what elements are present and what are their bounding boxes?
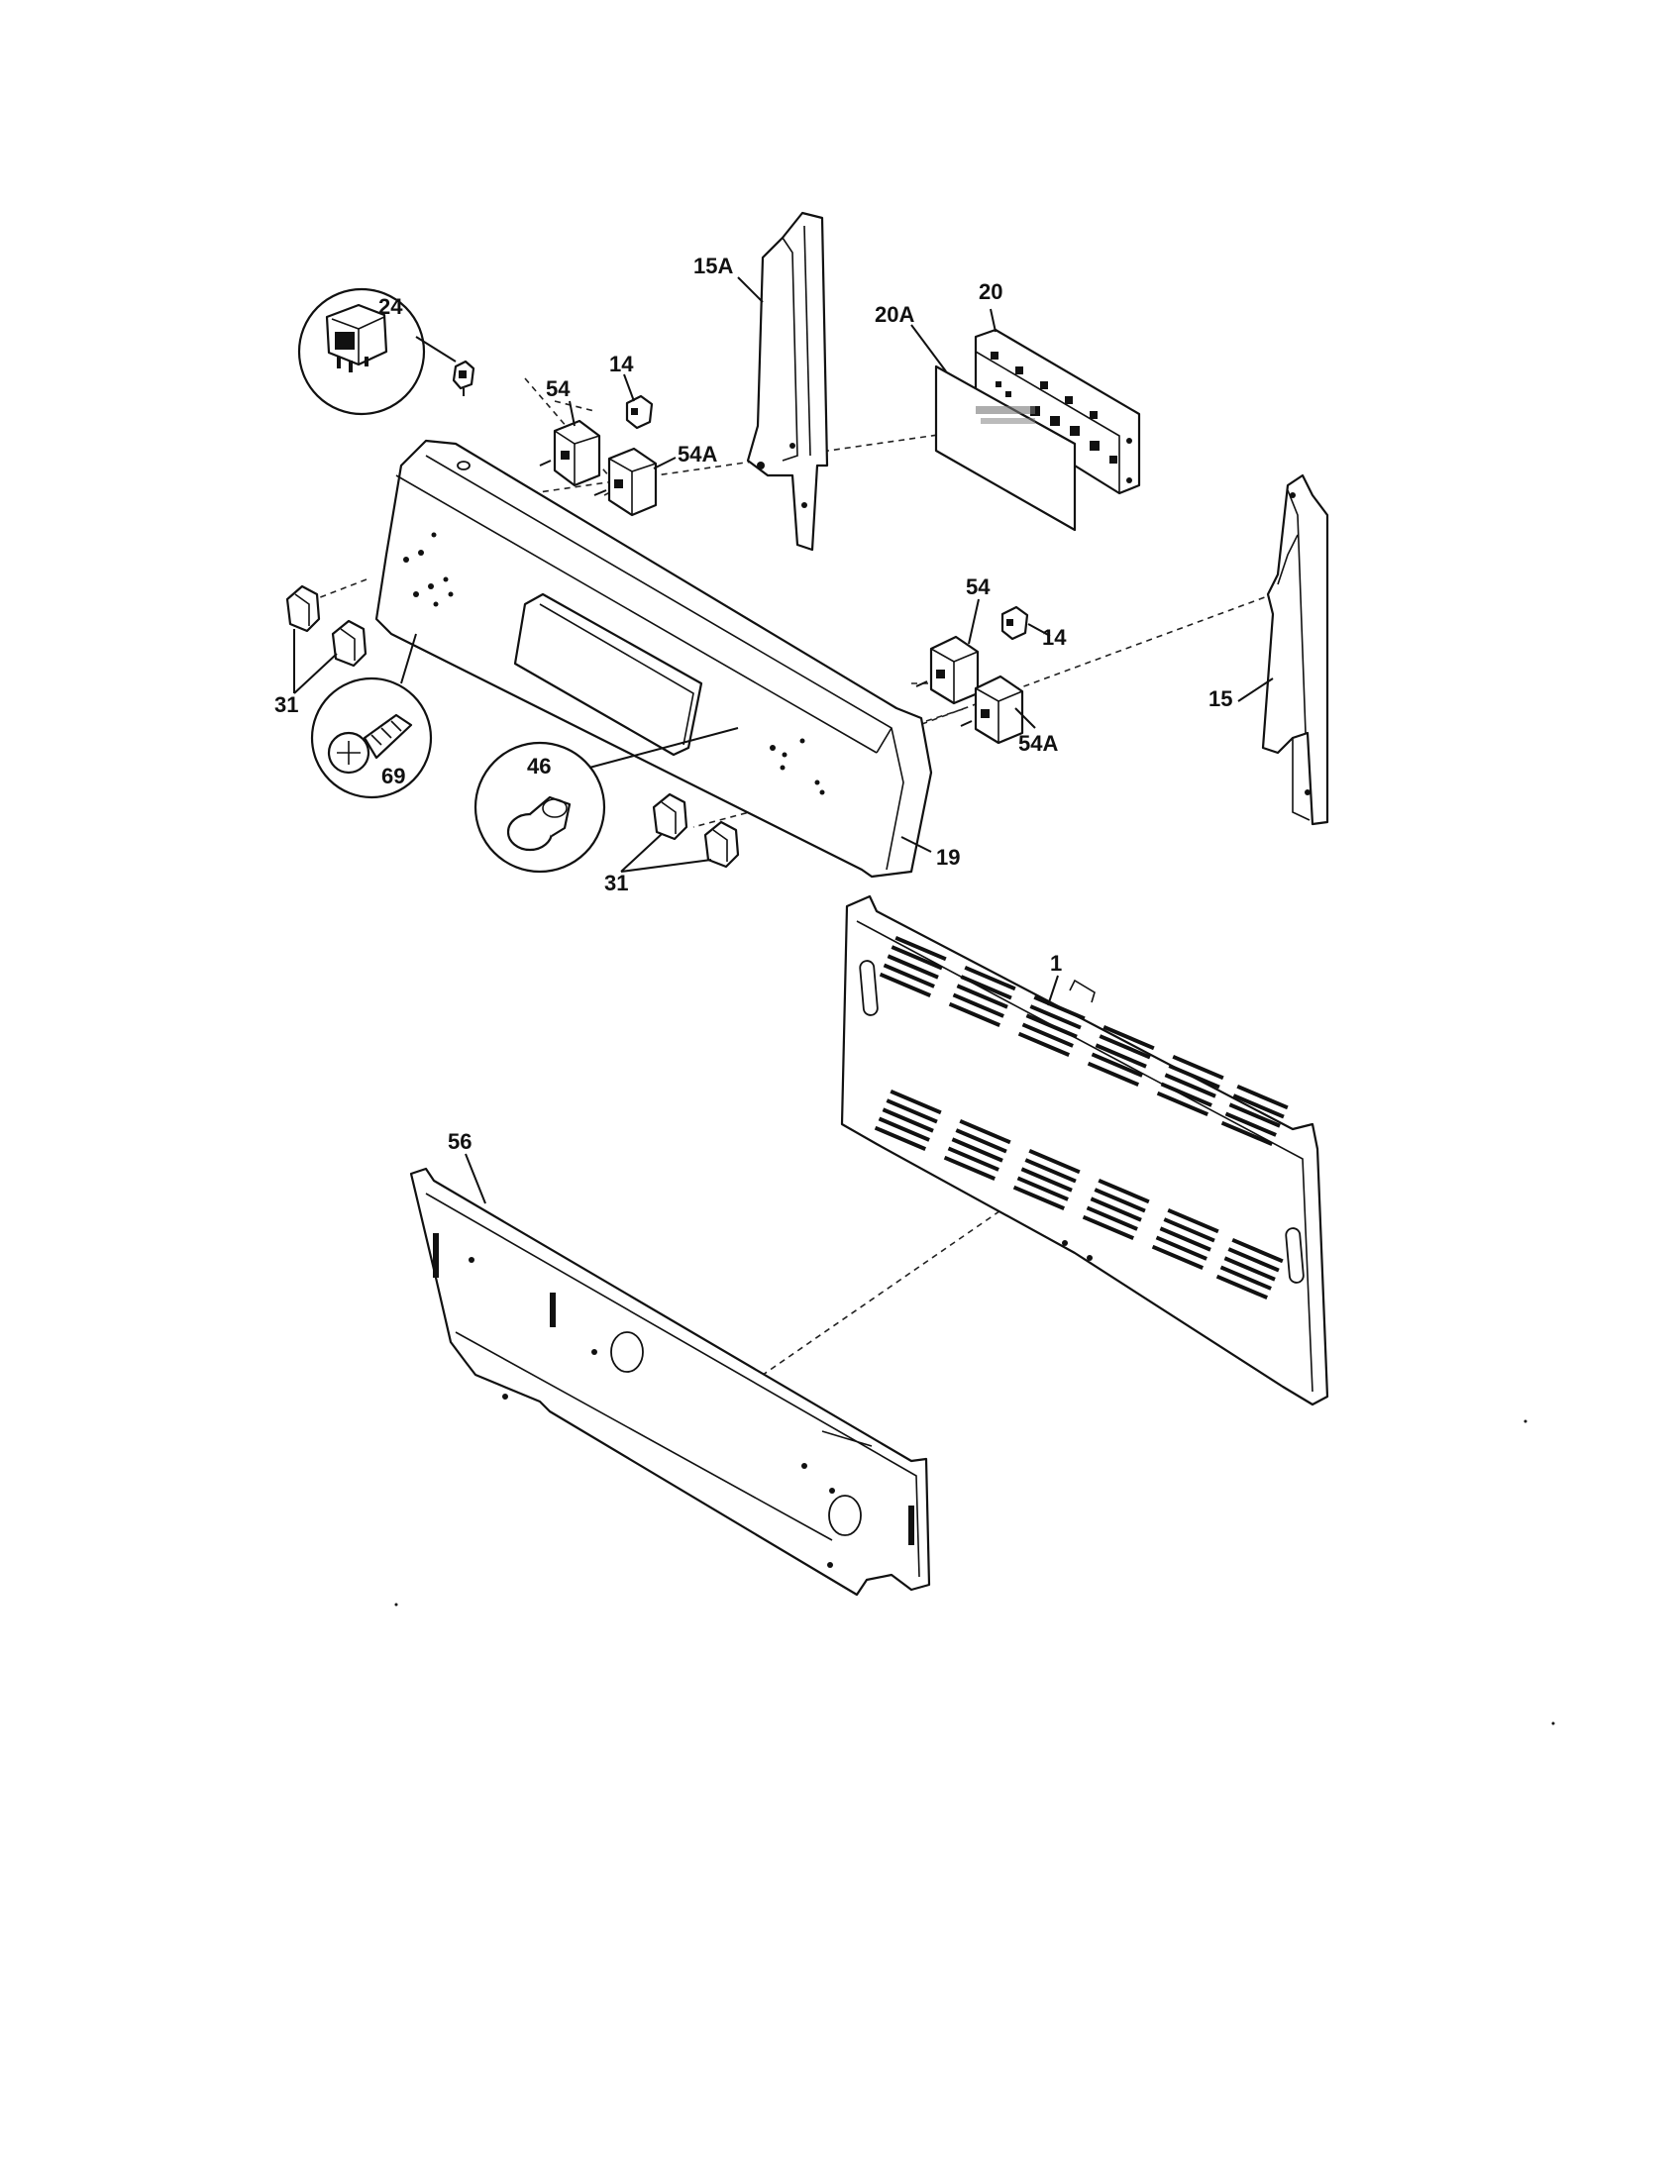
knob-31-left-a (285, 584, 321, 633)
callout-14-right: 14 (1042, 625, 1067, 650)
callout-54-right: 54 (966, 574, 991, 599)
callout-19: 19 (936, 845, 960, 870)
callout-46: 46 (527, 754, 551, 779)
switch-54-right (915, 635, 980, 705)
switch-54-top (539, 419, 601, 487)
callout-54A-top: 54A (678, 442, 717, 467)
rear-panel-1 (840, 894, 1329, 1406)
callout-24: 24 (378, 294, 403, 319)
callout-20A: 20A (875, 302, 914, 327)
screw-69 (310, 633, 433, 799)
knob-31-right-a (652, 792, 688, 841)
callout-56: 56 (448, 1129, 472, 1154)
switch-54A-top (593, 447, 658, 517)
vents-bottom-row (874, 1090, 1284, 1300)
callout-69: 69 (381, 764, 405, 788)
callout-20: 20 (979, 279, 1002, 304)
callout-54-top: 54 (546, 376, 571, 401)
leader-lines (293, 276, 1274, 1204)
vents-top-row (879, 936, 1289, 1146)
switch-54A-right (960, 675, 1024, 745)
side-bracket-15A (746, 211, 829, 552)
indicator-14-right (1000, 605, 1029, 641)
lower-panel-56 (409, 1167, 931, 1597)
callout-1: 1 (1050, 951, 1062, 976)
knob-31-left-b (331, 619, 368, 668)
side-bracket-15 (1261, 473, 1329, 826)
overlay-20A (934, 364, 1077, 532)
indicator-14-top (625, 394, 654, 430)
callout-labels: 24 15A 20A 20 14 54 54A 54 14 54A 15 31 … (274, 254, 1232, 1154)
callout-31-right: 31 (604, 871, 628, 895)
scan-specks (394, 1419, 1555, 1725)
rocker-switch-24 (297, 287, 475, 416)
knob-46 (473, 727, 739, 874)
callout-31-left: 31 (274, 692, 298, 717)
callout-54A-right: 54A (1018, 731, 1058, 756)
callout-15A: 15A (693, 254, 733, 278)
callout-14-top: 14 (609, 352, 634, 376)
backguard-19 (374, 439, 933, 879)
callout-15: 15 (1208, 686, 1232, 711)
